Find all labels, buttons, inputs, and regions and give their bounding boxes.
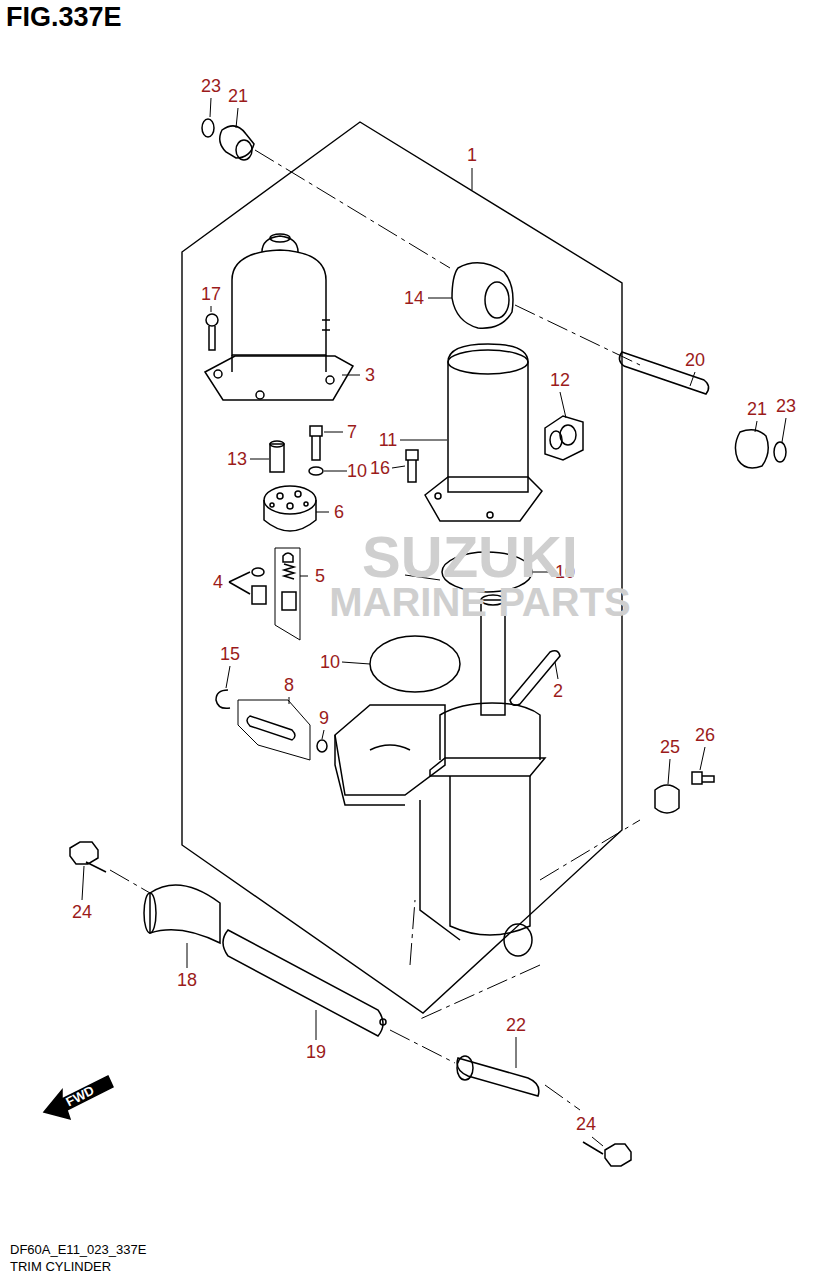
figure-code: DF60A_E11_023_337E <box>10 1243 146 1256</box>
callout-number: 21 <box>228 87 248 105</box>
callout-number: 9 <box>319 709 329 727</box>
callout-number: 26 <box>695 726 715 744</box>
callout-number: 18 <box>177 971 197 989</box>
callout-number: 24 <box>72 903 92 921</box>
callout-number: 14 <box>404 289 424 307</box>
callout-number: 23 <box>201 77 221 95</box>
callout-number: 10 <box>320 653 340 671</box>
callout-number: 19 <box>306 1043 326 1061</box>
callout-number: 20 <box>685 351 705 369</box>
direction-arrow-text: FWD <box>64 1083 96 1108</box>
callout-number: 10 <box>347 462 367 480</box>
callout-number: 3 <box>365 366 375 384</box>
callout-number: 1 <box>467 146 477 164</box>
callout-number: 23 <box>776 397 796 415</box>
callout-number: 21 <box>747 400 767 418</box>
callout-number: 17 <box>201 285 221 303</box>
watermark: SUZUKI <box>362 528 578 586</box>
callout-number: 11 <box>379 431 398 449</box>
callout-number: 25 <box>660 738 680 756</box>
callout-number: 16 <box>370 459 390 477</box>
callout-number: 7 <box>347 423 357 441</box>
callout-number: 6 <box>334 503 344 521</box>
figure-title: FIG.337E <box>6 4 122 31</box>
callout-number: 4 <box>213 573 223 591</box>
callout-number: 5 <box>315 567 325 585</box>
callout-number: 12 <box>550 371 570 389</box>
callout-number: 8 <box>284 676 294 694</box>
callout-number: 22 <box>506 1016 526 1034</box>
callout-number: 15 <box>220 645 240 663</box>
callout-number: 13 <box>227 450 247 468</box>
figure-caption: TRIM CYLINDER <box>10 1260 111 1273</box>
watermark: MARINE PARTS <box>329 582 630 622</box>
callout-number: 2 <box>553 682 563 700</box>
callout-number: 24 <box>576 1115 596 1133</box>
